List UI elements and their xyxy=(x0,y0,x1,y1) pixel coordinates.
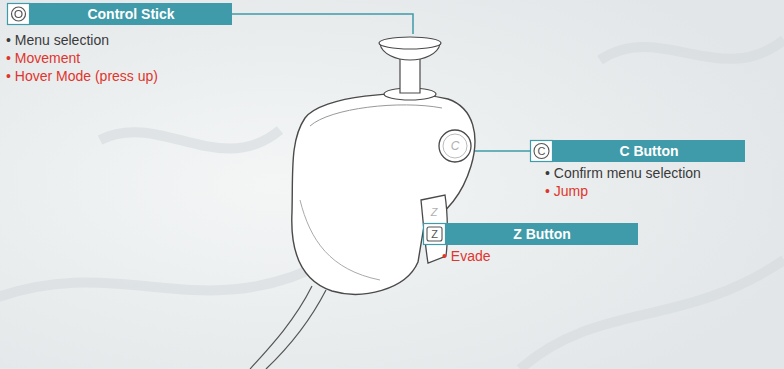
marble-texture xyxy=(0,40,784,369)
header-band: C Button xyxy=(553,140,745,162)
bullet-list: • Confirm menu selection• Jump xyxy=(545,164,701,200)
c-button xyxy=(439,130,471,162)
bullet-list: • Evade xyxy=(442,247,491,265)
bullet-list: • Menu selection• Movement• Hover Mode (… xyxy=(6,31,158,85)
bullet-item: • Jump xyxy=(545,182,701,200)
callout-header: Z Button• Evade xyxy=(446,223,638,245)
bullet-item: • Evade xyxy=(442,247,491,265)
bullet-item: • Hover Mode (press up) xyxy=(6,67,158,85)
button-letter: C xyxy=(538,144,546,158)
stick-icon xyxy=(12,7,26,21)
bullet-item: • Confirm menu selection xyxy=(545,164,701,182)
bullet-item: • Movement xyxy=(6,49,158,67)
header-band: Control Stick xyxy=(30,3,232,25)
cable xyxy=(250,286,326,369)
icon-box xyxy=(424,224,446,245)
icon-box xyxy=(531,141,553,162)
callout-header: Control Stick• Menu selection• Movement•… xyxy=(30,3,232,25)
stick-cap xyxy=(379,37,441,49)
callout-header: C Button• Confirm menu selection• Jump xyxy=(553,140,745,162)
body-contour xyxy=(310,105,442,126)
button-letter: Z xyxy=(431,227,438,241)
controller-body xyxy=(292,94,475,294)
stick-icon xyxy=(15,11,22,18)
header-text: C Button xyxy=(553,140,745,162)
button-letter: C xyxy=(451,139,460,153)
c-icon xyxy=(534,144,549,159)
header-text: Z Button xyxy=(446,223,638,245)
grip-contour xyxy=(300,200,380,280)
header-text: Control Stick xyxy=(30,3,232,25)
z-icon xyxy=(427,227,442,241)
button-letter: Z xyxy=(431,205,438,219)
icon-box xyxy=(8,4,30,25)
header-band: Z Button xyxy=(446,223,638,245)
stick-stem xyxy=(400,58,420,93)
bullet-item: • Menu selection xyxy=(6,31,158,49)
c-button-rim xyxy=(443,134,467,158)
